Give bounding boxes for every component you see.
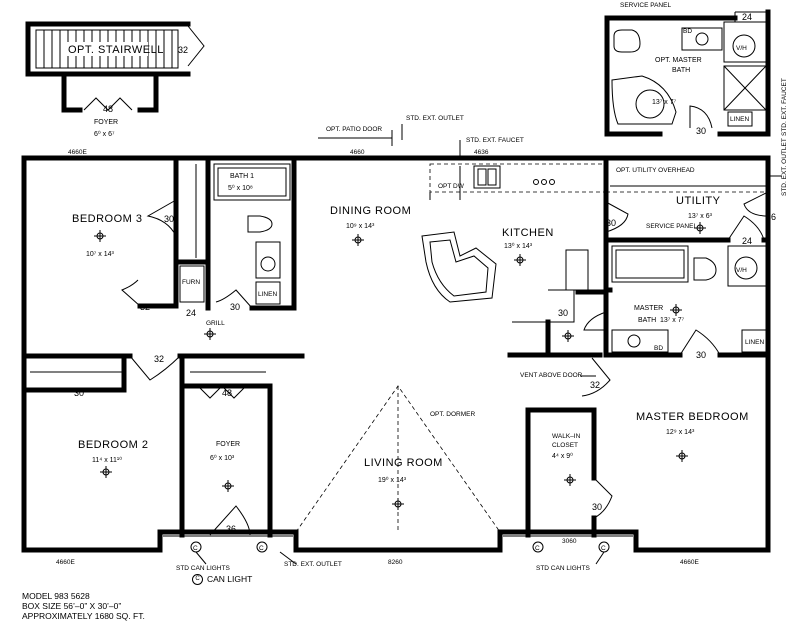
opt-master-bath-dims: 13⁷ x 7⁷ [652,99,677,106]
furnace-label: FURN [182,279,200,286]
can-light-legend: C CAN LIGHT [192,574,253,586]
furnace-door-dim: 24 [186,308,196,318]
master-bedroom-dims: 12⁹ x 14³ [666,429,695,436]
bedroom3-dims: 10⁷ x 14³ [86,251,114,258]
std-ext-outlet-label-bottom: STD. EXT. OUTLET [284,561,342,568]
vent-above-door-label: VENT ABOVE DOOR [520,372,583,379]
master-bath-label: MASTER [634,305,663,312]
fixtures [179,163,767,354]
bedroom3-door-dim: 30 [164,214,174,224]
opt-stairwell [25,21,205,113]
std-ext-outlet-label-top: STD. EXT. OUTLET [406,115,464,122]
std-ext-outlet-label-right: STD. EXT. OUTLET [781,138,788,196]
mb-bd-label: BD [654,345,663,352]
opt-dw-label: OPT DW [438,183,465,190]
kitchen-label: KITCHEN [502,227,554,239]
grill-label: GRILL [206,320,225,327]
can-light-symbol: C [259,545,264,552]
std-ext-faucet-label-right: STD. EXT. FAUCET [781,78,788,136]
can-light-symbol: C [535,545,540,552]
opt-stairwell-label: OPT. STAIRWELL [68,44,164,56]
bath1-door-dim: 30 [230,302,240,312]
ceiling-lights [94,222,706,510]
can-light-symbol: C [193,545,198,552]
front-door-dim: 36 [226,524,236,534]
box-size: BOX SIZE 56’–0” X 30’–0” [22,601,122,612]
can-light-symbol: C [601,545,606,552]
pantry-door-dim: 30 [558,308,568,318]
bath1-dims: 5⁰ x 10⁸ [228,184,253,192]
bedroom2-closet-dim: 30 [74,388,84,398]
dining-room-label: DINING ROOM [330,205,411,217]
bedroom2-dims: 11⁴ x 11¹⁰ [92,456,122,464]
dining-room-dims: 10⁹ x 14³ [346,223,375,230]
patio-door-leaders [195,124,782,565]
mb-linen-label: LINEN [745,339,764,346]
exterior-walls [21,155,771,553]
utility-dims: 13⁷ x 6³ [688,213,713,220]
opt-utility-overhead-label: OPT. UTILITY OVERHEAD [616,167,695,174]
wall-dim-4660e-bl: 4660E [56,559,75,566]
wall-dim-4660e-br: 4660E [680,559,699,566]
bedroom2-door-dim: 32 [154,354,164,364]
master-bedroom-label: MASTER BEDROOM [636,411,749,423]
kitchen-dims: 13⁰ x 14³ [504,242,533,250]
opt-foyer-dims: 6⁰ x 6⁷ [94,130,115,138]
utility-label: UTILITY [676,195,721,207]
wall-dim-4660e-top: 4660E [68,149,87,156]
opt-foyer-door-dim: 48 [103,104,113,114]
bath1-label: BATH 1 [230,173,254,180]
opt-bath-vh-label: V/H [736,45,747,52]
model-number: MODEL 983 5628 [22,591,90,602]
service-panel-label: SERVICE PANEL [646,223,697,230]
mb-closet-door-dim: 24 [742,236,752,246]
master-bedroom-door-dim: 32 [590,380,600,390]
bedroom3-closet-door-dim: 32 [140,302,150,312]
plan-legend: C CAN LIGHT MODEL 983 5628 BOX SIZE 56’–0… [22,574,252,622]
opt-bath-door-dim: 24 [742,12,752,22]
std-can-lights-label-right: STD CAN LIGHTS [536,565,590,572]
walkin-label2: CLOSET [552,442,578,449]
living-room-label: LIVING ROOM [364,457,443,469]
utility-door-dim: 30 [606,218,616,228]
opt-master-bath-label2: BATH [672,67,690,74]
wall-dim-4660-top: 4660 [350,149,365,156]
walkin-door-dim: 30 [592,502,602,512]
std-ext-faucet-label: STD. EXT. FAUCET [466,137,524,144]
opt-dormer-label: OPT. DORMER [430,411,475,418]
opt-bath-bd-label: BD [683,28,692,35]
can-light-legend-text: CAN LIGHT [207,574,253,584]
bedroom3-label: BEDROOM 3 [72,213,143,225]
can-light-icon: C [192,574,203,586]
stair-width-dim: 32 [178,45,188,55]
std-can-lights-label-left: STD CAN LIGHTS [176,565,230,572]
opt-master-bath [604,9,771,137]
wall-dim-4636: 4636 [474,149,489,156]
opt-foyer-label: FOYER [94,119,118,126]
opt-patio-door-label: OPT. PATIO DOOR [326,126,382,133]
bath1-linen-label: LINEN [258,291,277,298]
window-dim-3060: 3060 [562,538,577,545]
living-room-dims: 19⁰ x 14³ [378,476,407,484]
master-bath-dims: 13⁷ x 7⁷ [660,317,685,324]
mb-vh-label: V/H [736,267,747,274]
foyer-closet-dim: 48 [222,388,232,398]
bedroom2-label: BEDROOM 2 [78,439,149,451]
wall-dim-8260: 8260 [388,559,403,566]
opt-master-bath-label: OPT. MASTER [655,57,702,64]
mb-door-dim: 30 [696,350,706,360]
walkin-label: WALK–IN [552,433,581,440]
opt-service-panel-label: SERVICE PANEL [620,2,671,9]
foyer-dims: 6⁰ x 10³ [210,454,235,462]
foyer-label: FOYER [216,441,240,448]
approx-sqft: APPROXIMATELY 1680 SQ. FT. [22,611,145,622]
utility-ext-door-dim: 36 [766,212,776,222]
walkin-dims: 4⁴ x 9⁰ [552,452,573,460]
opt-bath-door2-dim: 30 [696,126,706,136]
door-swings [121,191,769,536]
opt-bath-linen-label: LINEN [730,116,749,123]
master-bath-label2: BATH [638,317,656,324]
